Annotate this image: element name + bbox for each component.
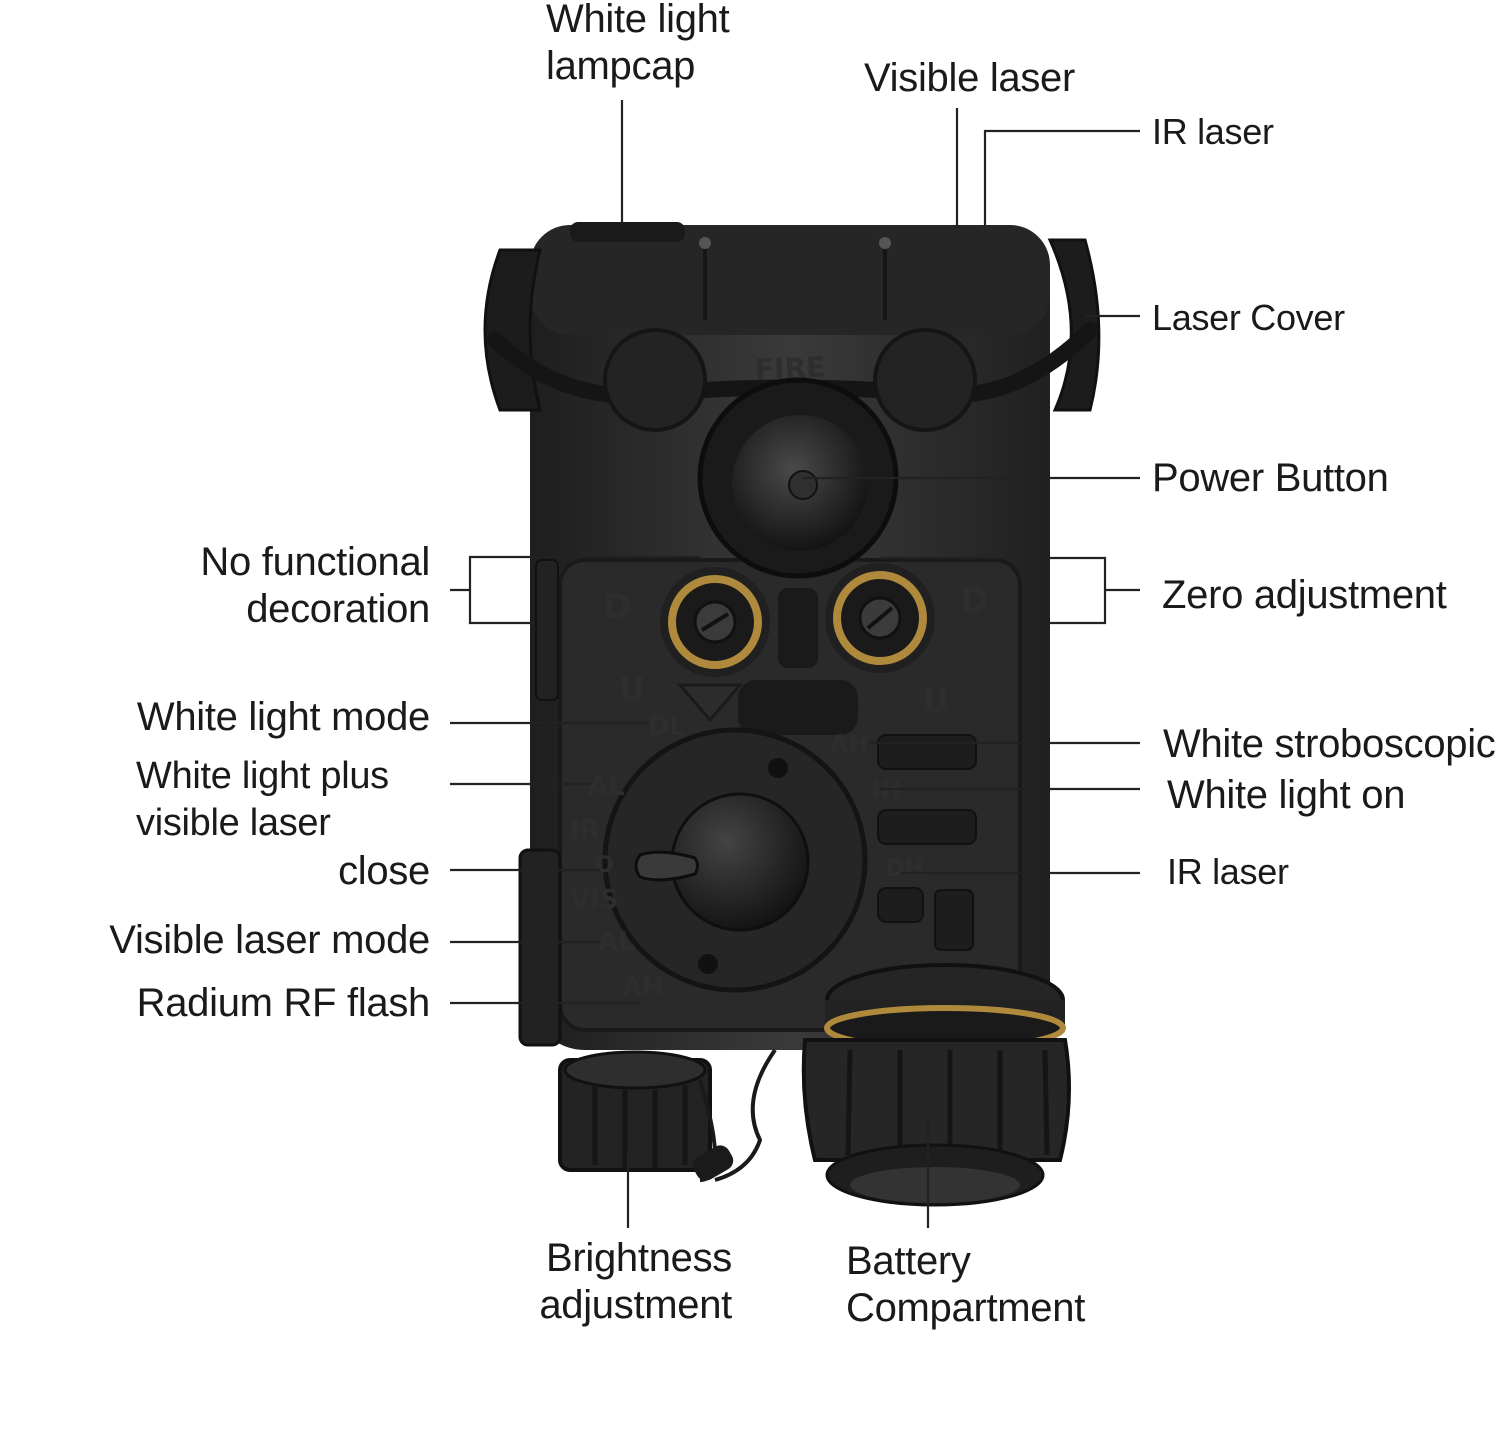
marking-vis: VIS — [570, 885, 619, 915]
zero-adjustment-screws — [660, 563, 935, 677]
label-battery-compartment: Battery Compartment — [846, 1238, 1085, 1332]
label-visible-laser: Visible laser — [864, 56, 1076, 100]
brightness-knob — [558, 1048, 777, 1182]
label-white-light-lampcap: White light lampcap — [546, 0, 730, 90]
label-ir-laser-side: IR laser — [1167, 851, 1289, 892]
marking-ir: IR — [570, 815, 600, 845]
label-zero-adjustment: Zero adjustment — [1162, 573, 1447, 617]
label-radium-rf-flash: Radium RF flash — [136, 981, 431, 1025]
marking-al-bottom: AL — [598, 927, 635, 957]
label-line: lampcap — [546, 44, 696, 88]
label-line: Brightness — [546, 1236, 732, 1280]
label-line: Compartment — [846, 1286, 1086, 1330]
label-close: close — [338, 849, 430, 893]
callout-lines — [450, 100, 1140, 1228]
label-white-stroboscopic: White stroboscopic — [1163, 722, 1496, 766]
label-line: Battery — [846, 1239, 971, 1283]
label-line: White light plus — [136, 755, 389, 797]
label-line: No functional — [200, 540, 430, 584]
label-white-light-mode: White light mode — [136, 695, 430, 739]
label-visible-laser-mode: Visible laser mode — [109, 918, 430, 962]
label-line: visible laser — [136, 802, 331, 844]
power-button-graphic — [697, 377, 899, 579]
label-line: White light — [546, 0, 730, 41]
label-laser-cover: Laser Cover — [1152, 297, 1345, 338]
marking-dh: DH — [885, 854, 925, 882]
marking-ah-right: AH — [830, 730, 869, 758]
marking-dl: DL — [648, 712, 686, 742]
marking-al-top: AL — [588, 772, 625, 802]
marking-ah-bottom: AH — [622, 972, 664, 1002]
label-brightness-adjustment: Brightness adjustment — [520, 1235, 732, 1329]
marking-d-right: D — [960, 581, 988, 621]
marking-d-left: D — [603, 587, 631, 627]
label-line: decoration — [246, 587, 430, 631]
marking-o: O — [595, 853, 614, 878]
label-no-functional-decoration: No functional decoration — [200, 539, 430, 633]
marking-fire: FIRE — [754, 351, 825, 386]
label-power-button: Power Button — [1152, 456, 1389, 500]
mode-selector-knob — [602, 727, 868, 993]
label-white-light-plus-visible-laser: White light plus visible laser — [136, 753, 389, 847]
battery-compartment-cap — [801, 963, 1071, 1207]
label-white-light-on: White light on — [1167, 773, 1406, 817]
label-line: adjustment — [539, 1283, 732, 1327]
marking-u-right: U — [922, 681, 950, 721]
laser-cover-strap — [483, 238, 1101, 412]
label-ir-laser-top: IR laser — [1152, 111, 1274, 152]
marking-u-left: U — [618, 669, 646, 709]
